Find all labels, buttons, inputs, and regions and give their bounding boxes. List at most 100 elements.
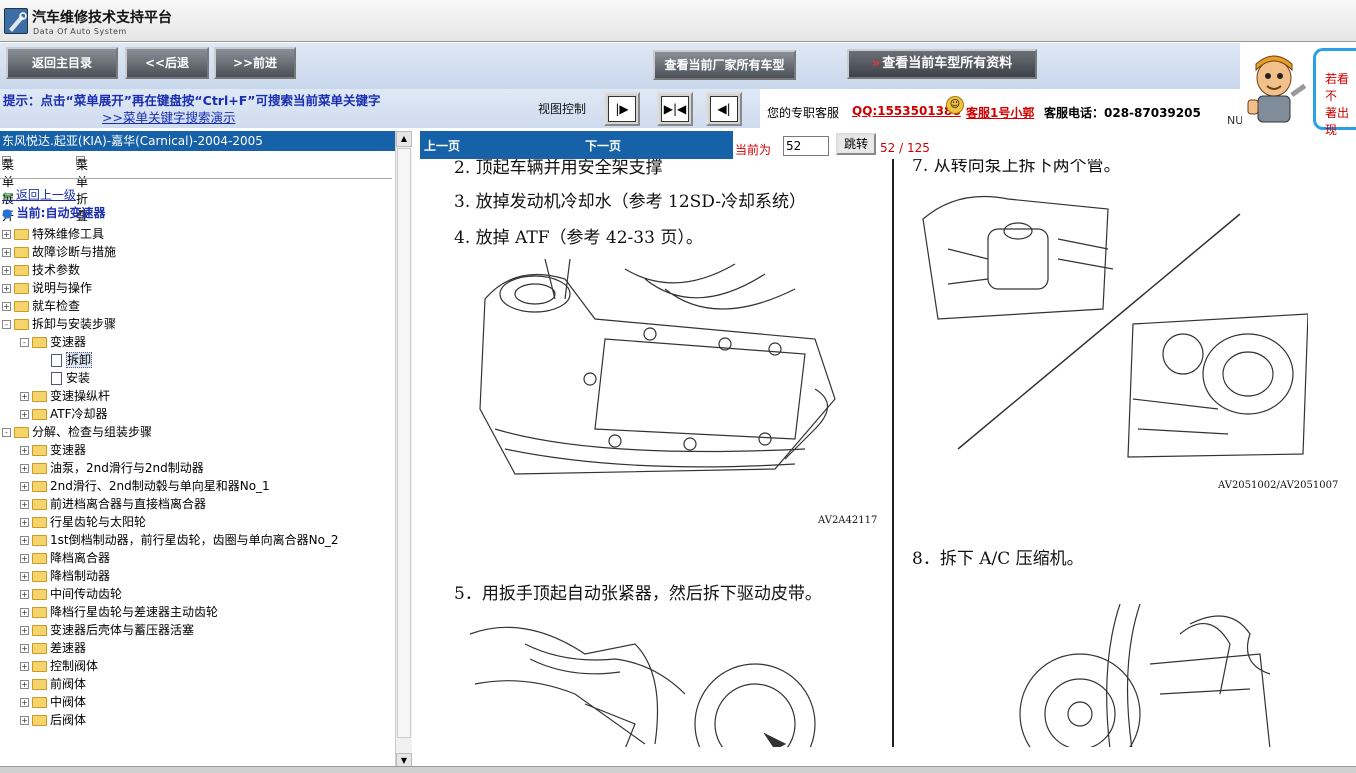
folder-icon	[32, 679, 47, 690]
collapse-minus-icon[interactable]: -	[2, 428, 11, 437]
tree-item[interactable]: +降档行星齿轮与差速器主动齿轮	[20, 603, 218, 621]
tree-item[interactable]: + 变速操纵杆	[20, 387, 110, 405]
expand-plus-icon[interactable]: +	[20, 662, 29, 671]
expand-plus-icon[interactable]: +	[2, 266, 11, 275]
expand-plus-icon[interactable]: +	[2, 230, 11, 239]
all-models-button[interactable]: 查看当前厂家所有车型	[653, 50, 796, 80]
tree-item[interactable]: +中阀体	[20, 693, 86, 711]
tree-item[interactable]: +技术参数	[2, 261, 80, 279]
folder-icon	[14, 301, 29, 312]
prev-page-link[interactable]: 上一页	[424, 139, 461, 153]
tree-item[interactable]: +前阀体	[20, 675, 86, 693]
tree-item[interactable]: - 拆卸与安装步骤	[2, 315, 116, 333]
expand-plus-icon[interactable]: +	[20, 518, 29, 527]
current-node: ● 当前:自动变速器	[2, 204, 105, 222]
tree-item-label: 降档制动器	[50, 569, 111, 583]
tree-item[interactable]: +故障诊断与措施	[2, 243, 116, 261]
expand-plus-icon[interactable]: +	[20, 572, 29, 581]
collapse-minus-icon[interactable]: -	[2, 320, 11, 329]
tree-item-label: 就车检查	[32, 299, 81, 313]
tree-item-label: 变速器后壳体与蓄压器活塞	[50, 623, 195, 637]
tree-item[interactable]: 拆卸	[38, 351, 93, 369]
tree-item[interactable]: -分解、检查与组装步骤	[2, 423, 152, 441]
scroll-thumb[interactable]	[397, 148, 411, 738]
expand-plus-icon[interactable]: +	[20, 410, 29, 419]
expand-plus-icon[interactable]: +	[2, 248, 11, 257]
current-page-label: 当前为	[735, 143, 772, 157]
support-name-link[interactable]: 客服1号小郭	[966, 106, 1035, 120]
tree-item[interactable]: +前进档离合器与直接档离合器	[20, 495, 206, 513]
tree-item-label: 2nd滑行、2nd制动毂与单向星和器No_1	[50, 479, 270, 493]
qq-avatar-icon[interactable]: ☺	[946, 96, 964, 114]
search-demo-link[interactable]: >>菜单关键字搜索演示	[102, 110, 236, 125]
status-strip	[0, 766, 1356, 773]
home-button[interactable]: 返回主目录	[6, 47, 118, 79]
tree-item[interactable]: + 变速器后壳体与蓄压器活塞	[20, 621, 194, 639]
tree-item[interactable]: +特殊维修工具	[2, 225, 104, 243]
tree-item[interactable]: +中间传动齿轮	[20, 585, 122, 603]
tree-item[interactable]: + 说明与操作	[2, 279, 92, 297]
tree-item[interactable]: +变速器	[20, 441, 86, 459]
expand-plus-icon[interactable]: +	[20, 644, 29, 653]
view-control-label: 视图控制	[538, 102, 587, 116]
column-divider	[892, 159, 894, 747]
expand-plus-icon[interactable]: +	[20, 716, 29, 725]
folder-icon	[14, 247, 29, 258]
view-right-pane-button[interactable]: ◀|	[706, 92, 742, 126]
all-docs-button[interactable]: »查看当前车型所有资料	[847, 49, 1037, 79]
folder-icon	[32, 553, 47, 564]
back-up-link[interactable]: ⇦ 返回上一级	[2, 186, 76, 204]
tree-item-label: 拆卸与安装步骤	[32, 317, 117, 331]
tree-item[interactable]: -变速器	[20, 333, 86, 351]
tree-item[interactable]: + 降档制动器	[20, 567, 110, 585]
expand-plus-icon[interactable]: +	[20, 464, 29, 473]
sidebar: 东风悦达.起亚(KIA)-嘉华(Carnical)-2004-2005 ≡菜单展…	[0, 131, 412, 771]
tree-item[interactable]: +油泵，2nd滑行与2nd制动器	[20, 459, 204, 477]
document-page: 2. 顶起车辆并用安全架支撑 3. 放掉发动机冷却水（参考 12SD-冷却系统）…	[420, 159, 1356, 747]
expand-plus-icon[interactable]: +	[20, 446, 29, 455]
ac-compressor-drawing	[1019, 604, 1271, 747]
tree-item[interactable]: +ATF冷却器	[20, 405, 108, 423]
page-number-input[interactable]	[783, 136, 829, 156]
expand-plus-icon[interactable]: +	[20, 536, 29, 545]
tree-item[interactable]: + 就车检查	[2, 297, 80, 315]
expand-plus-icon[interactable]: +	[20, 626, 29, 635]
tree-item[interactable]: +差速器	[20, 639, 86, 657]
tree-item-label: 拆卸	[66, 352, 93, 368]
tree-item[interactable]: +控制阀体	[20, 657, 98, 675]
view-split-button[interactable]: ▶|◀	[657, 92, 693, 126]
expand-plus-icon[interactable]: +	[20, 680, 29, 689]
tree-item-label: 安装	[66, 371, 91, 385]
forward-button[interactable]: >>前进	[214, 47, 296, 79]
tree-item-label: 变速操纵杆	[50, 389, 111, 403]
tree-item[interactable]: +后阀体	[20, 711, 86, 729]
folder-icon	[32, 463, 47, 474]
expand-plus-icon[interactable]: +	[20, 392, 29, 401]
expand-plus-icon[interactable]: +	[2, 284, 11, 293]
tree-item-label: 说明与操作	[32, 281, 93, 295]
collapse-minus-icon[interactable]: -	[20, 338, 29, 347]
expand-plus-icon[interactable]: +	[20, 608, 29, 617]
support-qq-link[interactable]: QQ:1553501388	[852, 104, 961, 118]
ad-box[interactable]	[1313, 48, 1356, 130]
expand-plus-icon[interactable]: +	[20, 698, 29, 707]
view-left-pane-button[interactable]: |▶	[604, 92, 640, 126]
sidebar-scrollbar[interactable]: ▲ ▼	[395, 131, 412, 771]
expand-plus-icon[interactable]: +	[20, 590, 29, 599]
step-text: 4. 放掉 ATF（参考 42-33 页）。	[454, 228, 703, 248]
expand-plus-icon[interactable]: +	[2, 302, 11, 311]
folder-icon	[32, 409, 47, 420]
expand-plus-icon[interactable]: +	[20, 482, 29, 491]
expand-plus-icon[interactable]: +	[20, 500, 29, 509]
tree-item[interactable]: +行星齿轮与太阳轮	[20, 513, 146, 531]
goto-button[interactable]: 跳转	[836, 133, 876, 155]
folder-icon	[32, 535, 47, 546]
scroll-up-arrow-icon[interactable]: ▲	[396, 131, 412, 147]
tree-item[interactable]: +1st倒档制动器，前行星齿轮，齿圈与单向离合器No_2	[20, 531, 339, 549]
tree-item[interactable]: +2nd滑行、2nd制动毂与单向星和器No_1	[20, 477, 270, 495]
next-page-link[interactable]: 下一页	[585, 139, 622, 153]
tree-item[interactable]: +降档离合器	[20, 549, 110, 567]
tree-item[interactable]: 安装	[38, 369, 90, 387]
back-button[interactable]: <<后退	[125, 47, 209, 79]
expand-plus-icon[interactable]: +	[20, 554, 29, 563]
